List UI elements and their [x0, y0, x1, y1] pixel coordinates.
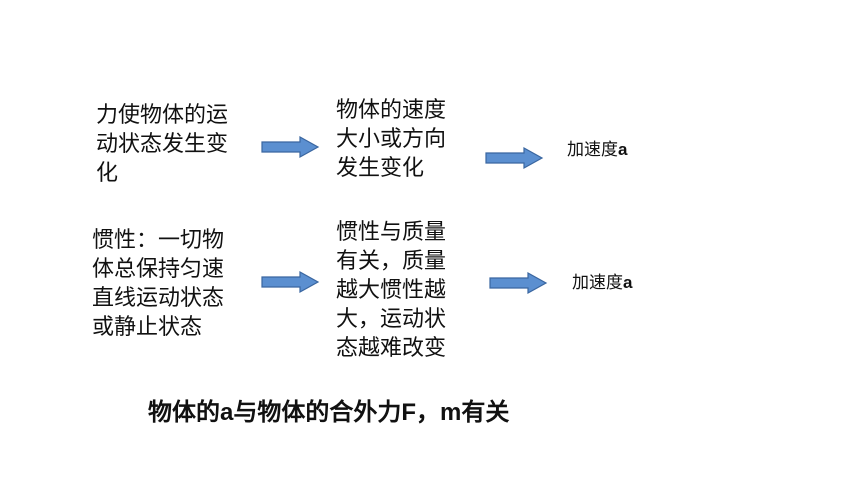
conclusion-part3: ， — [416, 398, 441, 426]
row1-arrow-2 — [485, 146, 544, 170]
row2-arrow-1 — [261, 270, 320, 294]
row1-result-zh: 加速度 — [567, 140, 618, 160]
row2-result-text: 加速度a — [572, 272, 632, 294]
conclusion-part4: 有关 — [461, 398, 510, 426]
conclusion-symbol-a: a — [220, 399, 234, 426]
conclusion-part1: 物体的 — [148, 398, 220, 426]
row1-arrow-1 — [261, 135, 320, 159]
row1-result-text: 加速度a — [567, 139, 627, 161]
row2-cause-text: 惯性：一切物 体总保持匀速 直线运动状态 或静止状态 — [92, 228, 225, 340]
conclusion-symbol-f: F — [401, 399, 417, 426]
row2-result-symbol: a — [623, 273, 633, 292]
row1-result-symbol: a — [618, 140, 628, 159]
row2-middle-text: 惯性与质量 有关，质量 越大惯性越 大，运动状 态越难改变 — [336, 220, 447, 361]
conclusion-symbol-m: m — [440, 399, 462, 426]
row1-cause-text: 力使物体的运 动状态发生变 化 — [96, 103, 229, 186]
row2-result-zh: 加速度 — [572, 273, 623, 293]
row1-middle-text: 物体的速度 大小或方向 发生变化 — [336, 98, 447, 181]
conclusion-part2: 与物体的合外力 — [233, 398, 402, 426]
row2-arrow-2 — [489, 271, 548, 295]
conclusion-text: 物体的a与物体的合外力F，m有关 — [148, 397, 509, 428]
